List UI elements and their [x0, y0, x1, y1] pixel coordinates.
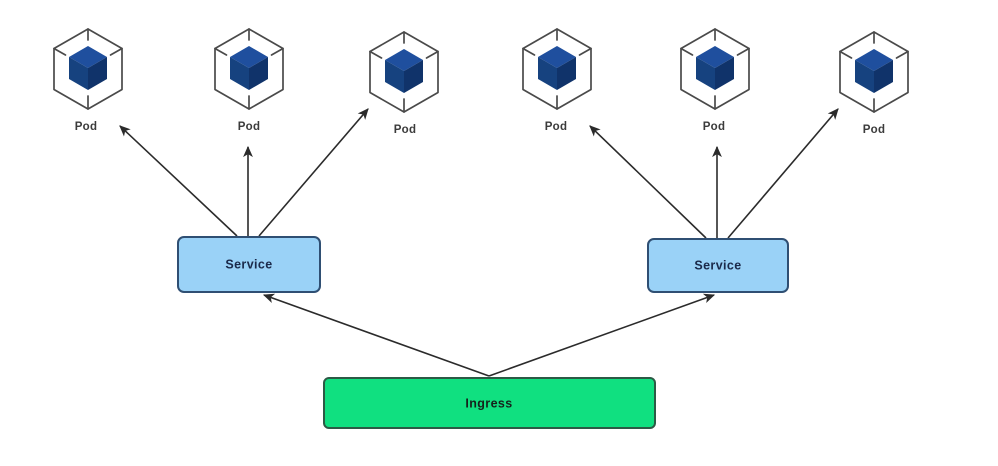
- pod-node-l1[interactable]: Pod: [53, 28, 123, 133]
- ingress-label: Ingress: [465, 396, 512, 410]
- service-node-right[interactable]: Service: [647, 238, 789, 293]
- edge-service-left-to-pod-1: [119, 125, 238, 237]
- kubernetes-pod-cube-icon: [214, 28, 284, 110]
- pod-node-r3[interactable]: Pod: [839, 31, 909, 136]
- edge-service-right-to-pod-3: [727, 108, 839, 239]
- service-label: Service: [694, 258, 741, 272]
- edge-line: [262, 293, 490, 377]
- pod-node-l3[interactable]: Pod: [369, 31, 439, 136]
- edge-line: [119, 125, 238, 237]
- pod-caption: Pod: [238, 121, 261, 133]
- pod-node-r2[interactable]: Pod: [680, 28, 750, 133]
- pods-layer: Pod Pod Pod Pod Pod Pod: [53, 28, 909, 136]
- edge-service-left-to-pod-3: [258, 108, 369, 237]
- kubernetes-pod-cube-icon: [839, 31, 909, 113]
- edge-line: [488, 293, 716, 377]
- pod-caption: Pod: [75, 121, 98, 133]
- kubernetes-pod-cube-icon: [522, 28, 592, 110]
- service-label: Service: [225, 257, 272, 271]
- edge-line: [589, 125, 707, 239]
- edge-service-right-to-pod-1: [589, 125, 707, 239]
- service-node-left[interactable]: Service: [177, 236, 321, 293]
- services-layer: Service Service: [177, 236, 789, 293]
- pod-caption: Pod: [703, 121, 726, 133]
- edge-line: [727, 108, 839, 239]
- kubernetes-pod-cube-icon: [53, 28, 123, 110]
- service-box[interactable]: [177, 236, 321, 293]
- pod-caption: Pod: [545, 121, 568, 133]
- ingress-node[interactable]: Ingress: [323, 377, 656, 429]
- pod-caption: Pod: [863, 124, 886, 136]
- edges-layer: [119, 108, 839, 377]
- edge-line: [258, 108, 369, 237]
- edge-ingress-to-service-right: [488, 293, 716, 377]
- pod-node-r1[interactable]: Pod: [522, 28, 592, 133]
- pod-caption: Pod: [394, 124, 417, 136]
- edge-ingress-to-service-left: [262, 293, 490, 377]
- kubernetes-pod-cube-icon: [680, 28, 750, 110]
- ingress-box[interactable]: [323, 377, 656, 429]
- kubernetes-pod-cube-icon: [369, 31, 439, 113]
- service-box[interactable]: [647, 238, 789, 293]
- pod-node-l2[interactable]: Pod: [214, 28, 284, 133]
